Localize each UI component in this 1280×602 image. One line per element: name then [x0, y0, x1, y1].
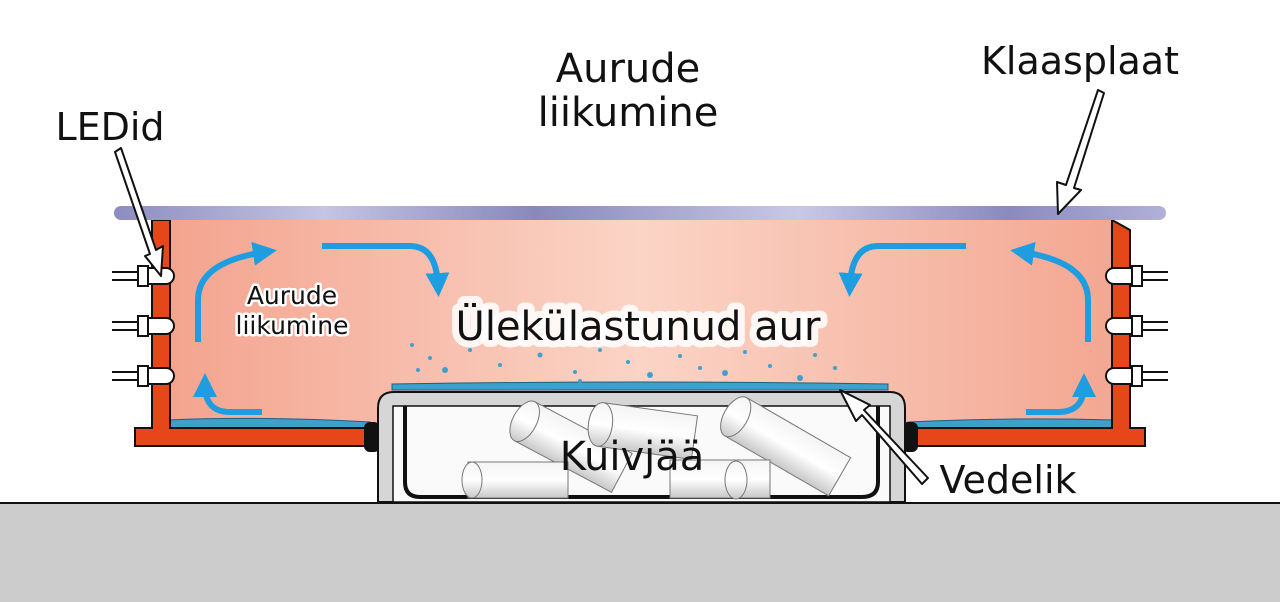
label-dry-ice: Kuivjää — [560, 434, 705, 480]
led-group-left — [112, 265, 175, 387]
flow-arrow-left-upper — [195, 241, 277, 342]
liquid-film — [391, 381, 889, 391]
ground — [0, 503, 1280, 602]
label-supersaturated-vapor: Ülekülastunud aur — [456, 302, 821, 350]
dry-ice-pellet — [669, 459, 771, 500]
flow-arrow-top-left — [322, 243, 450, 297]
label-vapor-motion-inner-1: Aurude — [247, 281, 337, 310]
flow-arrow-right-upper — [1010, 241, 1091, 342]
dry-ice-pellet — [509, 400, 633, 493]
glass-plate[interactable] — [114, 206, 1166, 220]
label-glass-plate: Klaasplaat — [981, 39, 1179, 83]
led-left-2 — [112, 315, 175, 337]
label-liquid: Vedelik — [939, 458, 1076, 502]
dry-ice-pellets — [461, 396, 852, 500]
pointer-arrow-leds — [114, 147, 164, 277]
led-right-2 — [1105, 315, 1168, 337]
seal-left — [364, 422, 380, 452]
chamber-wall-right — [904, 218, 1146, 447]
label-vapor-motion-top-2: liikumine — [538, 90, 719, 136]
flow-arrow-right-lower — [1026, 373, 1096, 415]
dry-ice-tray-rim — [403, 406, 880, 499]
label-vapor-motion-top-1: Aurude — [556, 46, 701, 92]
label-vapor-motion-inner-2: liikumine — [236, 311, 349, 340]
pointer-arrow-glass-plate — [1056, 89, 1105, 215]
led-left-3 — [112, 365, 175, 387]
dry-ice-pellet — [720, 396, 852, 497]
flow-arrow-left-lower — [193, 373, 262, 415]
dry-ice-pellet — [587, 402, 699, 461]
flow-arrow-top-right — [838, 243, 966, 297]
condensation-droplets — [410, 343, 837, 383]
label-leds: LEDid — [55, 105, 164, 149]
led-group-right — [1105, 265, 1168, 387]
led-right-1 — [1105, 265, 1168, 287]
led-right-3 — [1105, 365, 1168, 387]
vapor-flow-arrows — [193, 241, 1096, 415]
pointer-arrow-liquid — [839, 389, 929, 485]
dry-ice-pellet — [461, 461, 569, 499]
led-left-1 — [112, 265, 175, 287]
